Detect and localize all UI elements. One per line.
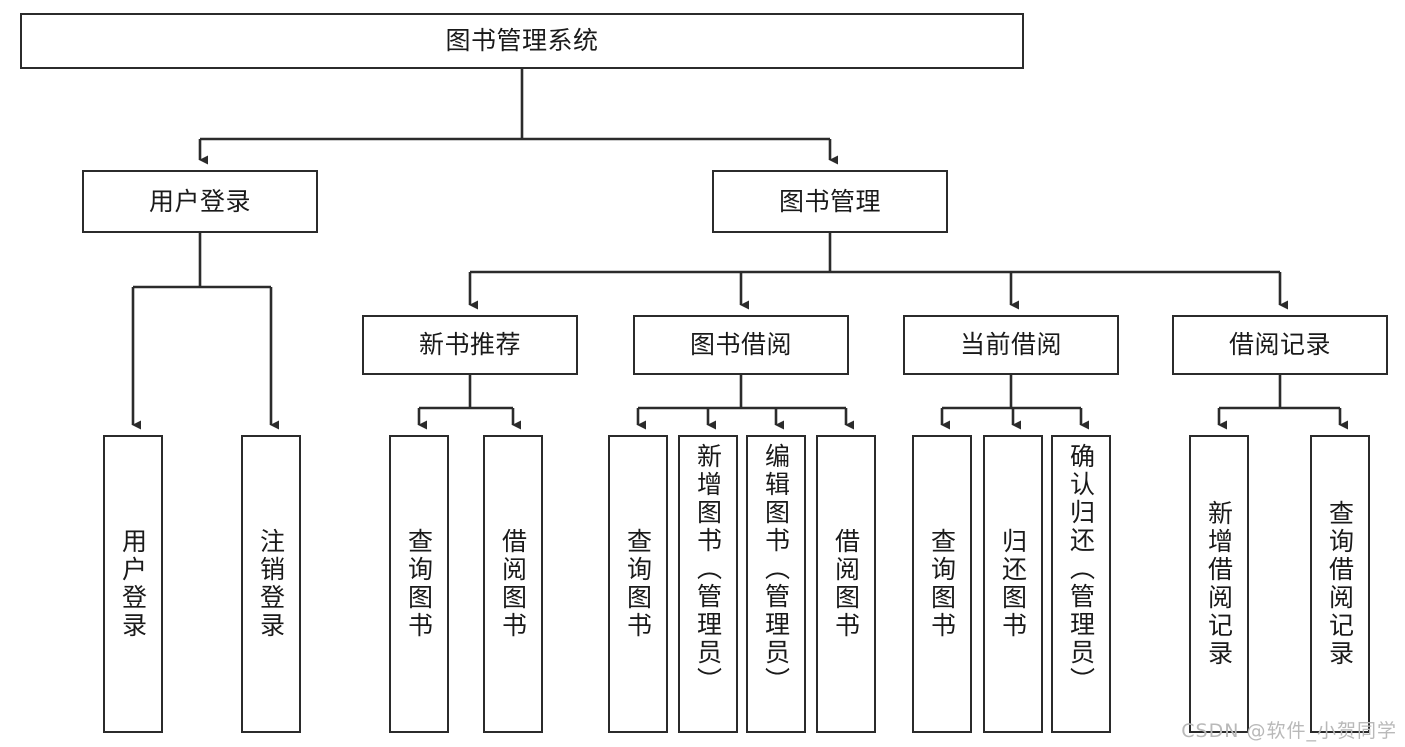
node-leaf-query-book-current-label: 查询图书 — [927, 528, 957, 640]
node-leaf-confirm-return-label: 确认归还（管理员） — [1066, 443, 1096, 695]
node-leaf-return-book[interactable]: 归还图书 — [983, 435, 1043, 733]
node-leaf-query-book-borrow[interactable]: 查询图书 — [608, 435, 668, 733]
node-leaf-logout[interactable]: 注销登录 — [241, 435, 301, 733]
node-leaf-query-book-recommend-label: 查询图书 — [404, 528, 434, 640]
csdn-watermark: CSDN @软件_小贺同学 — [1181, 720, 1397, 742]
node-leaf-add-book[interactable]: 新增图书（管理员） — [678, 435, 738, 733]
node-leaf-borrow-book[interactable]: 借阅图书 — [816, 435, 876, 733]
node-leaf-user-login-label: 用户登录 — [118, 528, 148, 640]
node-new-book-recommend-label: 新书推荐 — [418, 330, 521, 360]
node-borrow-record-label: 借阅记录 — [1228, 330, 1331, 360]
node-root-label: 图书管理系统 — [445, 26, 599, 56]
node-leaf-confirm-return[interactable]: 确认归还（管理员） — [1051, 435, 1111, 733]
node-leaf-query-borrow-record-label: 查询借阅记录 — [1325, 500, 1355, 668]
node-current-borrow[interactable]: 当前借阅 — [903, 315, 1119, 375]
node-leaf-edit-book[interactable]: 编辑图书（管理员） — [746, 435, 806, 733]
node-book-manage[interactable]: 图书管理 — [712, 170, 948, 233]
node-leaf-borrow-book-recommend[interactable]: 借阅图书 — [483, 435, 543, 733]
node-leaf-add-borrow-record[interactable]: 新增借阅记录 — [1189, 435, 1249, 733]
node-leaf-edit-book-label: 编辑图书（管理员） — [761, 443, 791, 695]
node-leaf-add-borrow-record-label: 新增借阅记录 — [1204, 500, 1234, 668]
node-root-system[interactable]: 图书管理系统 — [20, 13, 1024, 69]
node-leaf-query-book-current[interactable]: 查询图书 — [912, 435, 972, 733]
node-leaf-borrow-book-label: 借阅图书 — [831, 528, 861, 640]
node-user-login[interactable]: 用户登录 — [82, 170, 318, 233]
node-borrow-record[interactable]: 借阅记录 — [1172, 315, 1388, 375]
node-book-manage-label: 图书管理 — [778, 186, 881, 216]
node-leaf-borrow-book-recommend-label: 借阅图书 — [498, 528, 528, 640]
node-user-login-label: 用户登录 — [148, 186, 251, 216]
node-leaf-query-book-recommend[interactable]: 查询图书 — [389, 435, 449, 733]
node-leaf-query-borrow-record[interactable]: 查询借阅记录 — [1310, 435, 1370, 733]
node-current-borrow-label: 当前借阅 — [959, 330, 1062, 360]
node-leaf-logout-label: 注销登录 — [256, 528, 286, 640]
node-leaf-add-book-label: 新增图书（管理员） — [693, 443, 723, 695]
node-leaf-user-login[interactable]: 用户登录 — [103, 435, 163, 733]
node-book-borrow[interactable]: 图书借阅 — [633, 315, 849, 375]
node-leaf-query-book-borrow-label: 查询图书 — [623, 528, 653, 640]
node-book-borrow-label: 图书借阅 — [689, 330, 792, 360]
node-new-book-recommend[interactable]: 新书推荐 — [362, 315, 578, 375]
node-leaf-return-book-label: 归还图书 — [998, 528, 1028, 640]
